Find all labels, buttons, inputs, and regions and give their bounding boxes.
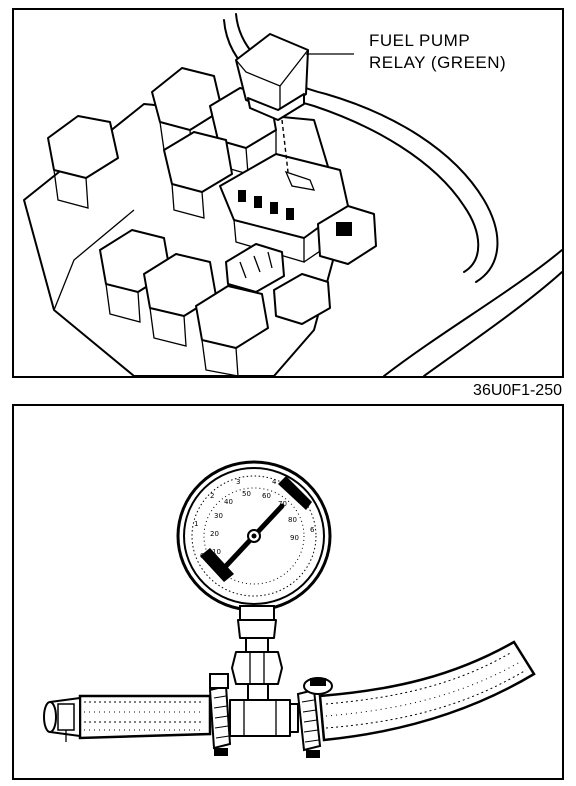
relay-block-left-edge	[47, 115, 119, 209]
fuse-clips	[225, 243, 331, 325]
fuel-hose-right	[318, 640, 536, 742]
gauge-drawing: 0 1 2 3 4 5 6 10 20 30 40 50 60 70 80 90	[43, 460, 536, 758]
relay-box-drawing	[23, 13, 562, 376]
gauge-scale-outer-2: 2	[210, 492, 214, 500]
tee-fitting	[229, 699, 299, 737]
gauge-scale-outer-1: 1	[194, 520, 198, 528]
fuel-pump-relay-label: FUEL PUMP RELAY (GREEN)	[369, 31, 507, 72]
pressure-gauge: 0 1 2 3 4 5 6 10 20 30 40 50 60 70 80 90	[176, 460, 332, 612]
gauge-scale-inner-60: 60	[262, 492, 271, 500]
side-connector	[317, 205, 377, 265]
relay-block-lower-right	[195, 285, 269, 376]
fuel-hose-left	[43, 694, 212, 742]
gauge-scale-inner-30: 30	[214, 512, 223, 520]
gauge-scale-inner-40: 40	[224, 498, 233, 506]
gauge-stem-fitting	[231, 605, 283, 701]
gauge-scale-outer-4: 4	[272, 478, 277, 486]
gauge-scale-inner-80: 80	[288, 516, 297, 524]
relay-box-illustration: FUEL PUMP RELAY (GREEN)	[12, 8, 564, 378]
hose-clamp-left	[208, 673, 232, 756]
figure-code: 36U0F1-250	[473, 382, 562, 399]
gauge-scale-inner-50: 50	[242, 490, 251, 498]
relay-block-lower-mid	[143, 253, 217, 347]
relay-block-mid-left	[163, 131, 233, 219]
gauge-scale-outer-0: 0	[200, 552, 204, 560]
gauge-scale-inner-20: 20	[210, 530, 219, 538]
gauge-scale-outer-5: 5	[298, 496, 302, 504]
gauge-scale-outer-6: 6	[310, 526, 315, 534]
gauge-scale-outer-3: 3	[236, 478, 240, 486]
fuel-pressure-gauge-illustration: 0 1 2 3 4 5 6 10 20 30 40 50 60 70 80 90	[12, 404, 564, 780]
fuel-pump-relay	[235, 33, 309, 121]
hose-clamp-right	[296, 677, 333, 758]
gauge-scale-inner-90: 90	[290, 534, 299, 542]
gauge-scale-inner-10: 10	[212, 548, 221, 556]
